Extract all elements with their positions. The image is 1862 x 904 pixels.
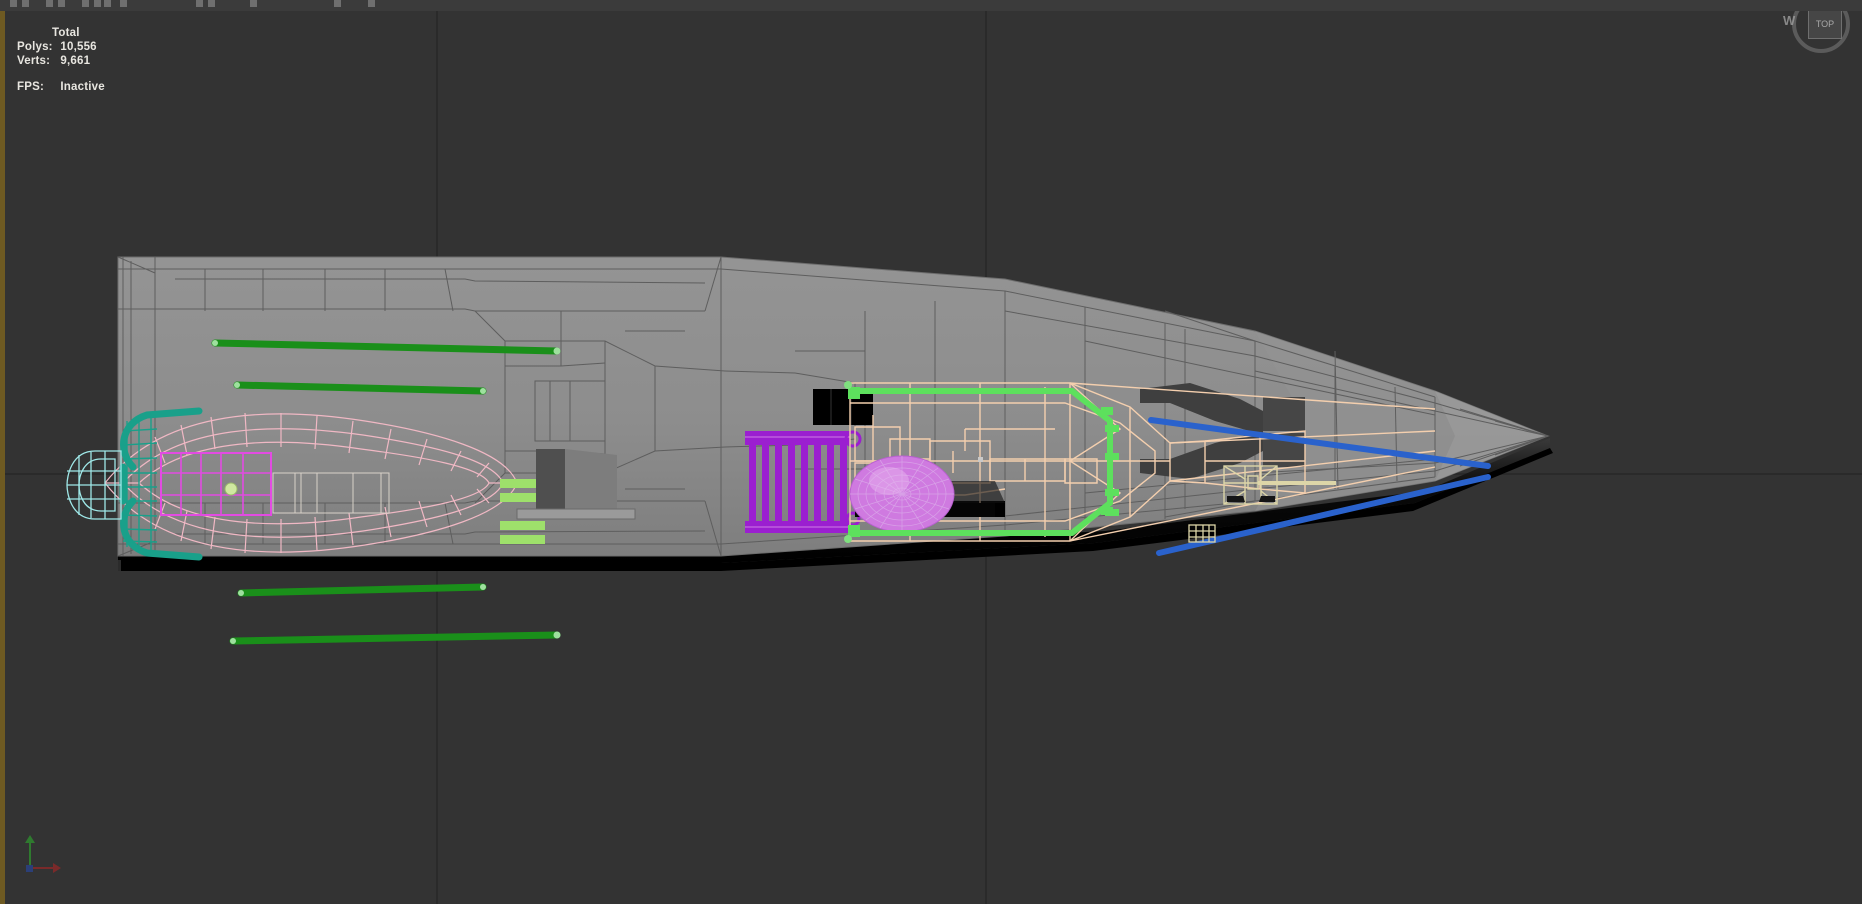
cockpit-rail-posts (848, 387, 1119, 537)
axis-x (31, 867, 57, 869)
handrail-stbd-lower (237, 583, 487, 597)
viewport-3d[interactable]: Total Polys: 10,556 Verts: 9,661 FPS: In… (5, 11, 1862, 904)
axis-x-arrow-icon (53, 863, 61, 873)
view-cube-compass-ring[interactable] (1792, 11, 1850, 53)
boat-model-wireframe[interactable] (5, 11, 1862, 904)
stern-grating[interactable] (160, 452, 272, 516)
engine-radiator[interactable] (745, 430, 862, 533)
stern-detail-box (272, 472, 390, 514)
stats-verts-value: 9,661 (60, 55, 91, 67)
stern-pivot-marker (224, 482, 238, 496)
handrail-port-upper (211, 339, 561, 355)
side-handrails[interactable] (211, 339, 561, 645)
radar-dome[interactable] (849, 455, 955, 533)
engine-block (516, 449, 636, 520)
stats-verts-label: Verts: (17, 55, 51, 67)
anchor-windlass-dark (1227, 496, 1275, 502)
deck-hatch-grate[interactable] (1188, 524, 1216, 543)
step-pads[interactable] (500, 479, 545, 544)
selection-vertex-markers (844, 381, 852, 543)
stats-polys-label: Polys: (17, 41, 53, 53)
stats-polys-value: 10,556 (60, 41, 97, 53)
axis-tripod-gizmo (22, 832, 66, 876)
bow-rope-starboard (1156, 474, 1491, 556)
cabin-center-marker (978, 457, 983, 462)
axis-y (29, 840, 31, 868)
axis-y-arrow-icon (25, 835, 35, 843)
handrail-port-lower (233, 381, 487, 395)
stats-fps-label: FPS: (17, 81, 44, 93)
cockpit-rail[interactable] (853, 388, 1113, 536)
bow-ropes[interactable] (1148, 417, 1491, 556)
view-cube[interactable]: TOP W (1782, 11, 1860, 63)
bow-rope-port (1148, 417, 1491, 469)
stats-fps-value: Inactive (60, 81, 105, 93)
window-left-accent-strip (0, 0, 5, 904)
toolbar-cutoff-row[interactable] (0, 0, 1862, 11)
stern-platform-rail[interactable] (66, 450, 122, 520)
stern-swim-ladder-rungs (122, 413, 158, 555)
handrail-endcaps (212, 340, 561, 644)
stats-total-label: Total (52, 27, 80, 39)
view-cube-west-label[interactable]: W (1783, 13, 1796, 28)
handrail-stbd-upper (229, 631, 561, 645)
view-cube-top-face[interactable]: TOP (1808, 11, 1842, 39)
axis-z-origin (26, 865, 33, 872)
